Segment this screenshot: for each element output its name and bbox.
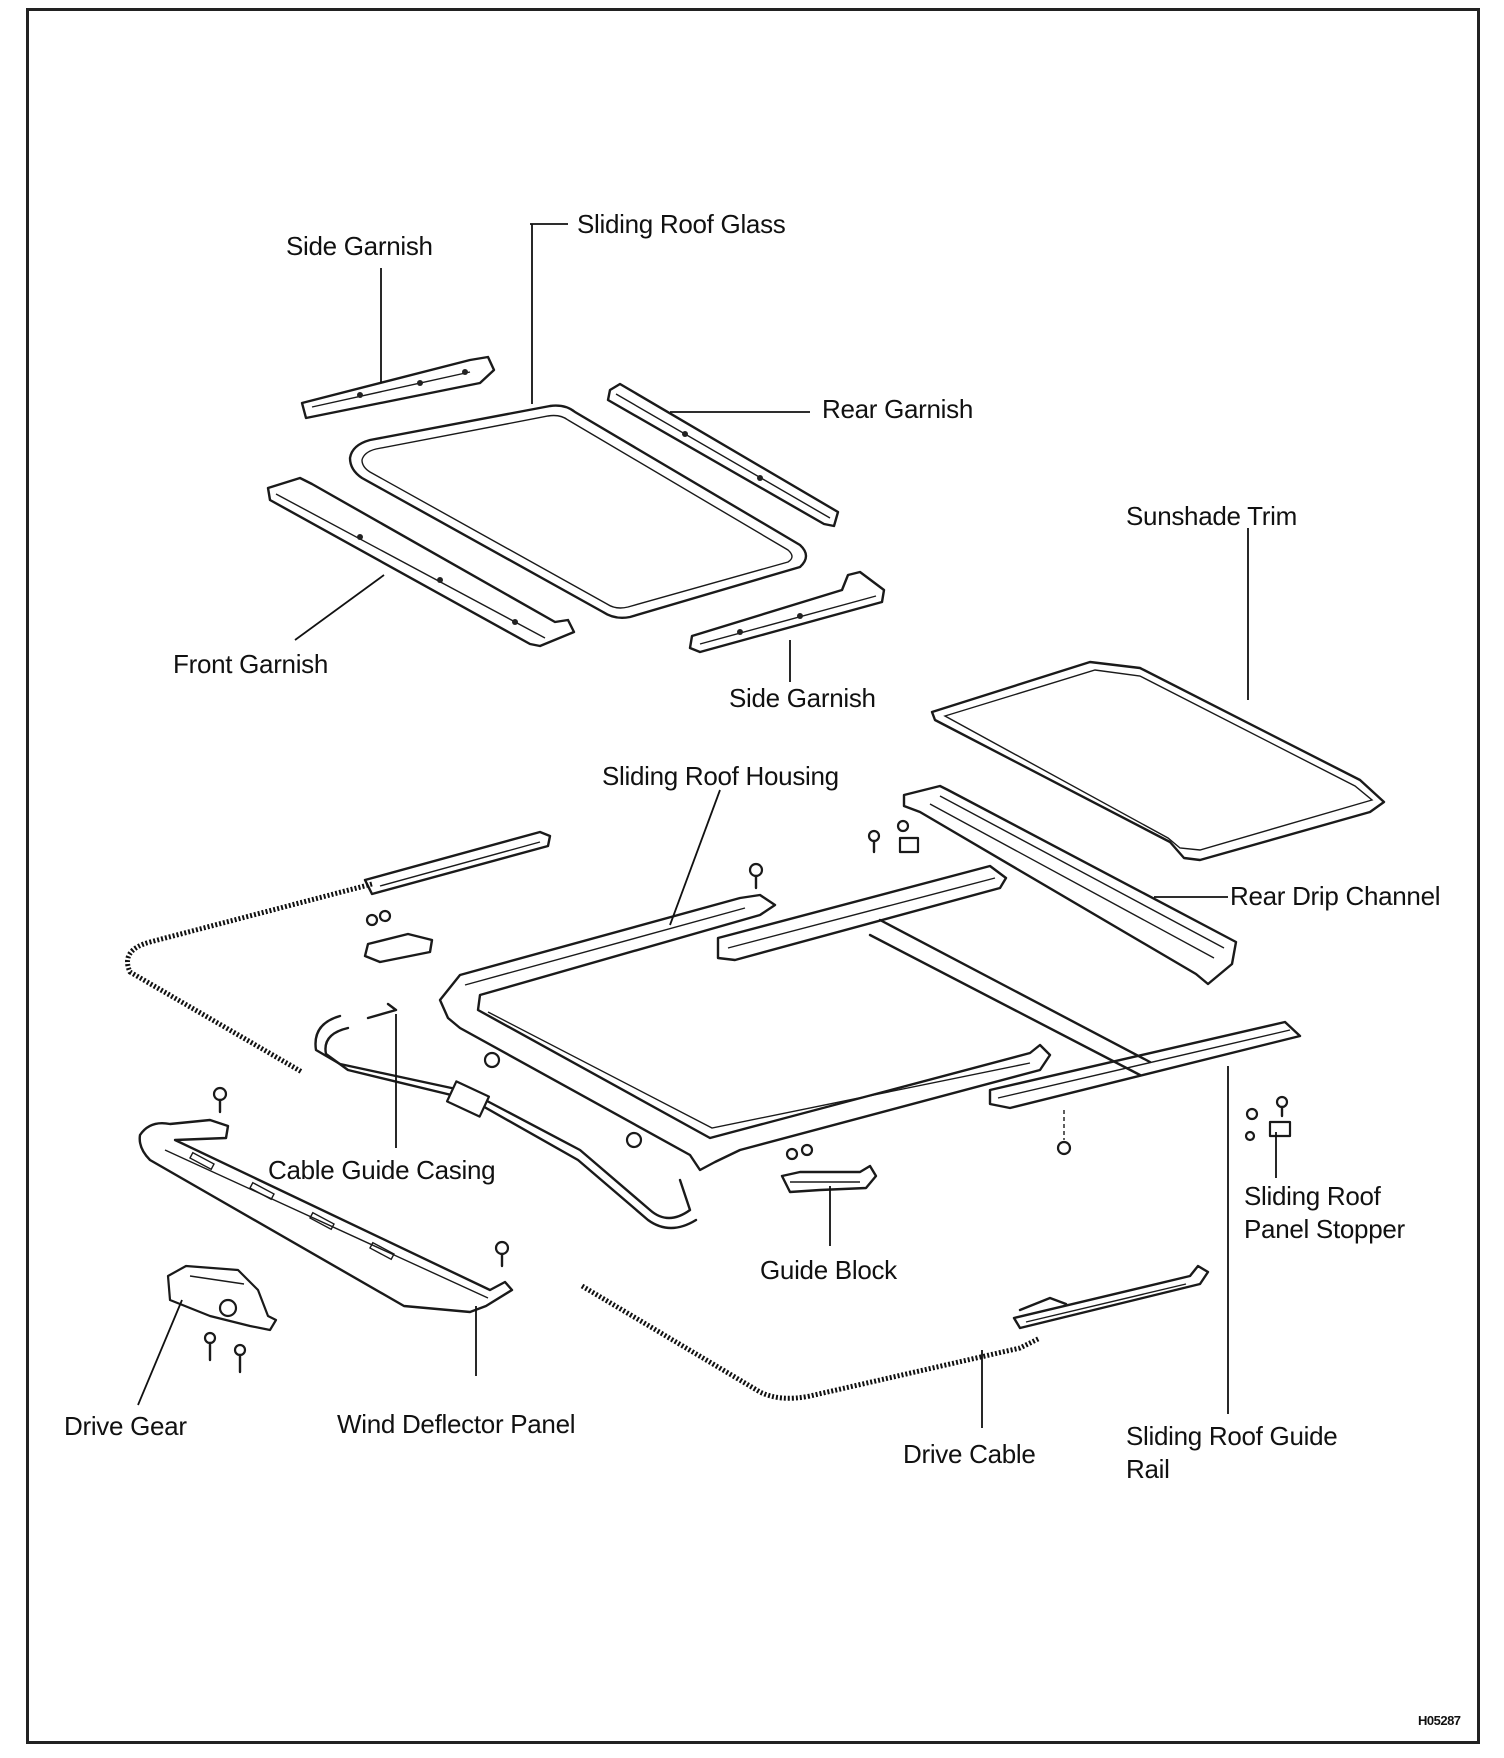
label-sliding-roof-housing: Sliding Roof Housing [602,761,839,791]
label-sunshade-trim: Sunshade Trim [1126,501,1297,531]
label-drive-cable: Drive Cable [903,1439,1036,1469]
drive-cable-right-part [580,1283,1042,1401]
front-garnish-part [266,476,576,648]
side-garnish-right-part [688,570,886,654]
drive-cable-left-part [125,881,373,1075]
label-cable-guide-casing: Cable Guide Casing [268,1155,496,1185]
figure-code: H05287 [1418,1713,1461,1728]
label-drive-gear: Drive Gear [64,1411,187,1441]
fastener-parts [483,819,1292,1161]
sliding-roof-housing-part [438,864,1302,1172]
label-sliding-roof-guide-rail: Sliding Roof Guide Rail [1126,1421,1338,1484]
side-garnish-left-part [300,355,496,420]
label-rear-drip-channel: Rear Drip Channel [1230,881,1441,911]
sliding-roof-glass-part [348,404,808,620]
label-front-garnish: Front Garnish [173,649,329,679]
label-side-garnish-left: Side Garnish [286,231,433,261]
label-side-garnish-right: Side Garnish [729,683,876,713]
rear-garnish-part [606,382,840,528]
label-guide-block: Guide Block [760,1255,897,1285]
sunshade-trim-part [930,660,1386,862]
wind-deflector-panel-part [138,1086,514,1314]
label-rear-garnish: Rear Garnish [822,394,974,424]
label-wind-deflector-panel: Wind Deflector Panel [337,1409,576,1439]
guide-block-part [780,1164,878,1194]
drive-gear-part [166,1264,278,1374]
leader-lines [137,223,1277,1428]
label-sliding-roof-glass: Sliding Roof Glass [577,209,786,239]
right-slide-bracket-part [1012,1264,1210,1330]
rear-drip-channel-part [902,784,1238,986]
label-sliding-roof-panel-stopper: Sliding Roof Panel Stopper [1244,1181,1405,1244]
left-slide-bracket-part [363,830,552,964]
cable-guide-casing-part [314,1002,698,1230]
diagram-frame [26,8,1480,1744]
